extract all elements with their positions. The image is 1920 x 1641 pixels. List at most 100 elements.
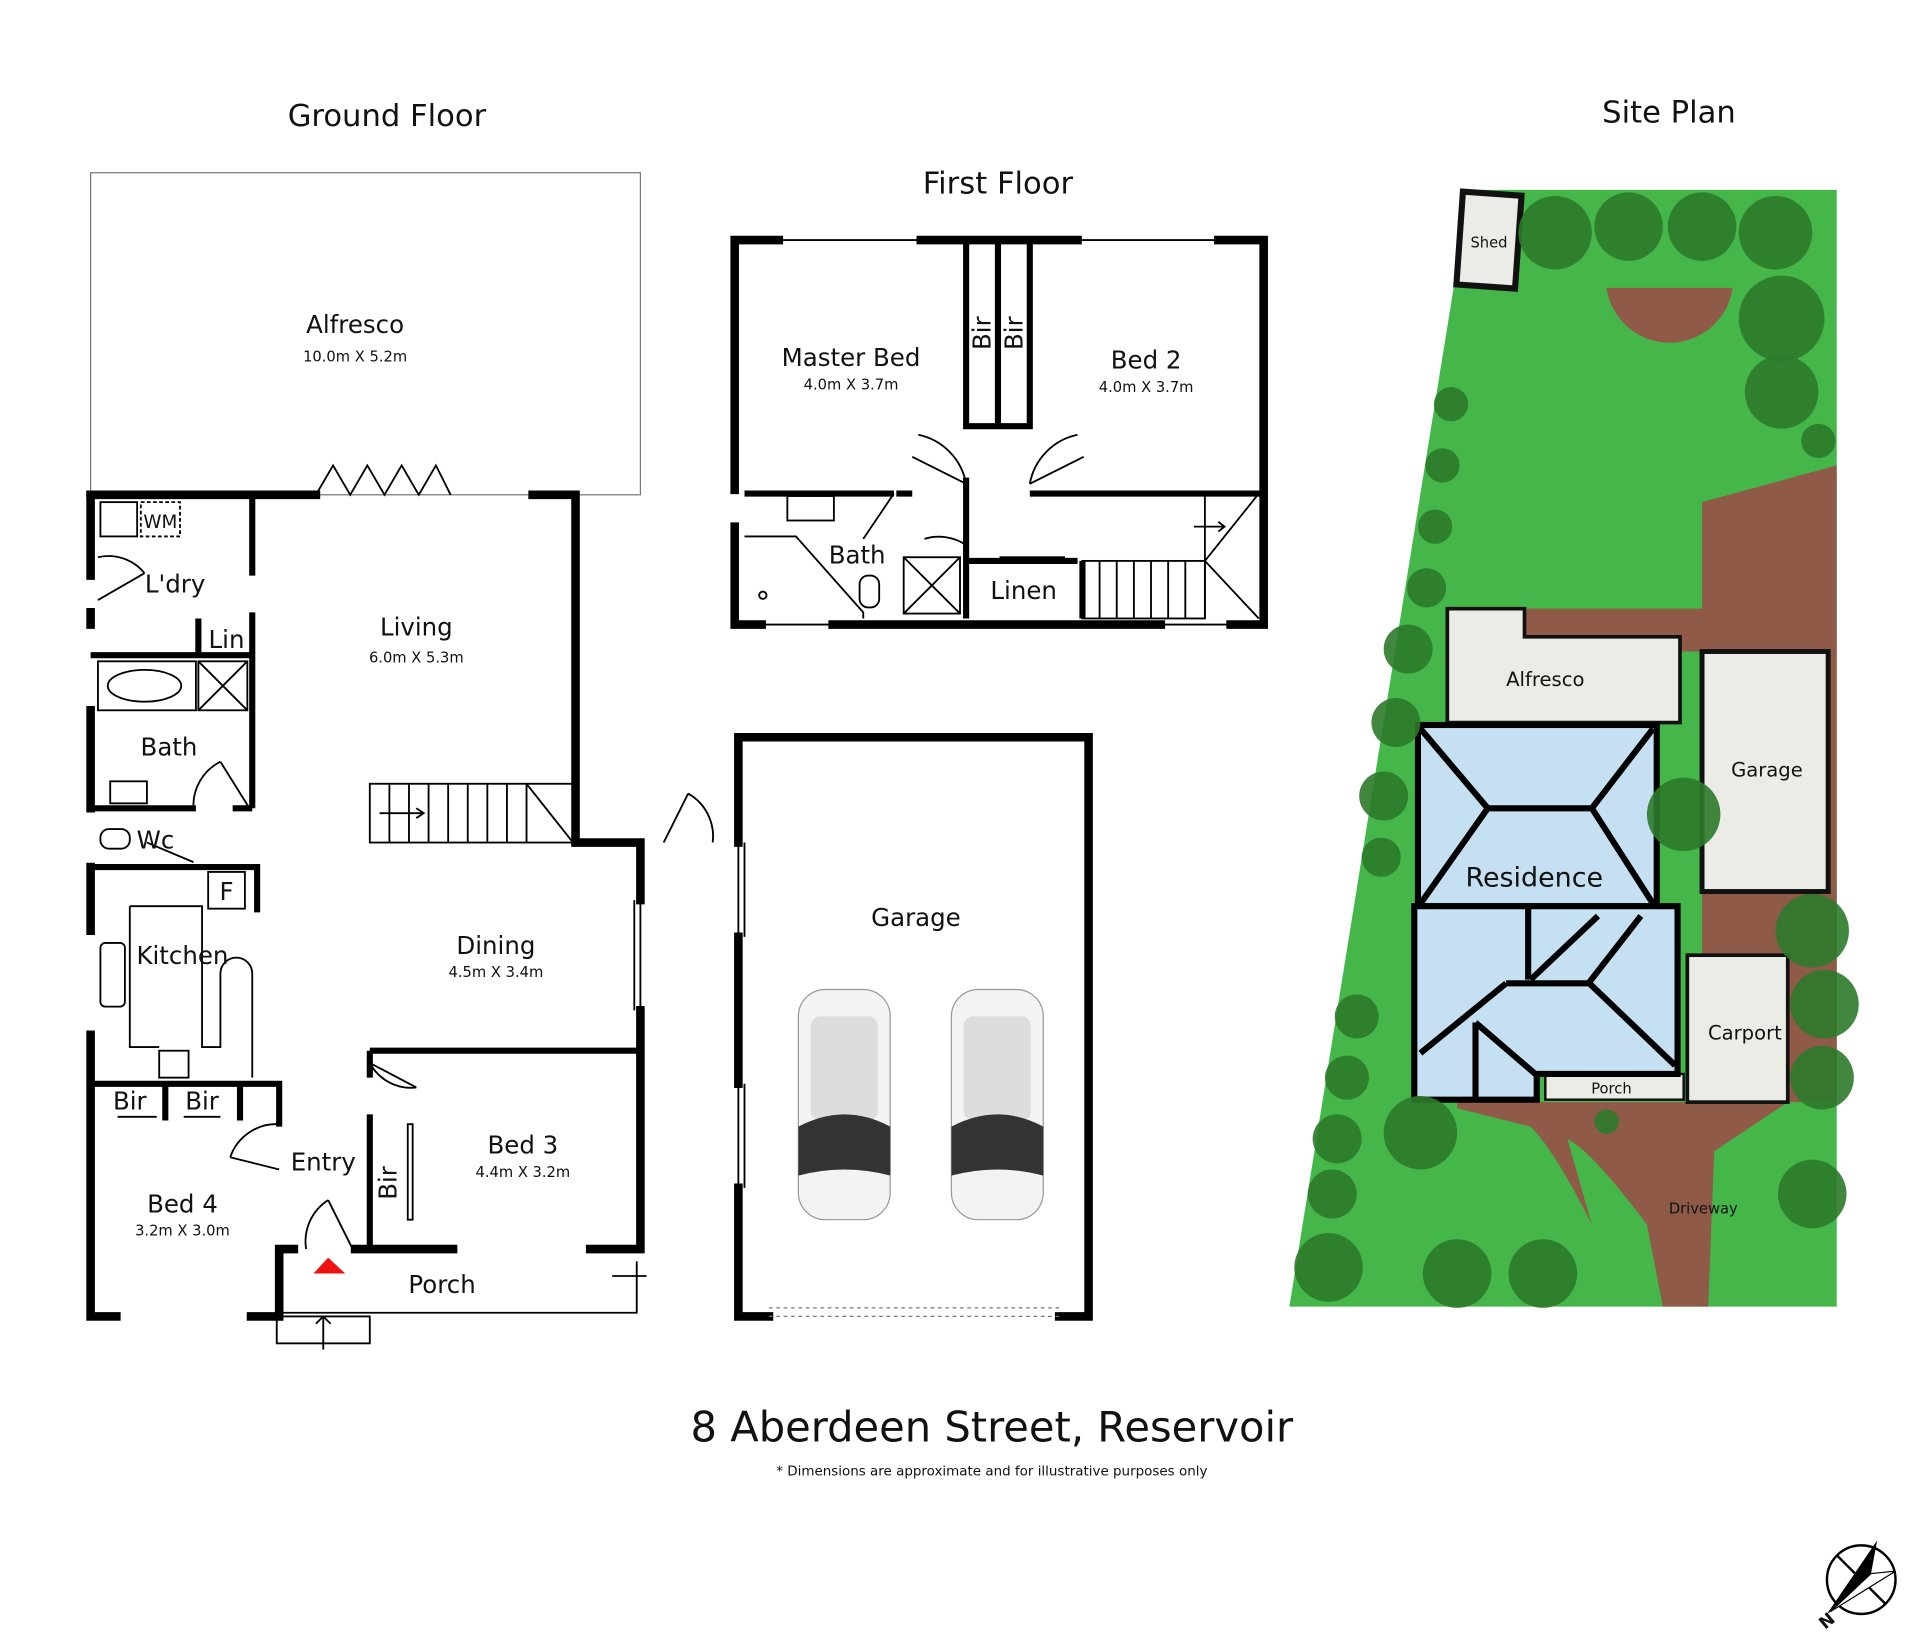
first-floor-stairs xyxy=(1081,492,1260,620)
bed4-dims: 3.2m X 3.0m xyxy=(135,1223,230,1240)
laundry-tub-icon xyxy=(99,501,139,538)
site-garage-label: Garage xyxy=(1731,758,1803,781)
tree-icon xyxy=(1422,1239,1492,1308)
tree-icon xyxy=(1406,568,1447,608)
cooktop-icon xyxy=(158,1049,190,1079)
wm-label: WM xyxy=(143,512,177,533)
dining-label: Dining xyxy=(456,931,535,960)
site-plan: Site Plan Shed Alfresco Garage Residence… xyxy=(1289,96,1859,1308)
linen-label: Linen xyxy=(990,576,1057,605)
car-icon xyxy=(950,988,1044,1221)
tree-icon xyxy=(1383,1096,1458,1170)
tree-icon xyxy=(1738,196,1813,270)
first-floor-title: First Floor xyxy=(923,167,1074,202)
toilet-icon xyxy=(99,828,131,850)
kitchen-label: Kitchen xyxy=(136,941,228,970)
bifold-door xyxy=(315,463,452,497)
tree-icon xyxy=(1646,777,1721,852)
linen-label: Lin xyxy=(209,625,245,654)
rear-path xyxy=(1524,465,1837,1103)
site-shed-label: Shed xyxy=(1470,234,1507,251)
bath-label: Bath xyxy=(141,733,198,762)
tree-icon xyxy=(1359,771,1409,821)
bir-label: Bir xyxy=(185,1086,220,1115)
bir-label: Bir xyxy=(374,1165,403,1200)
staircase xyxy=(368,782,574,844)
bir-label: Bir xyxy=(999,315,1028,350)
tree-icon xyxy=(1312,1114,1362,1164)
bir-label: Bir xyxy=(968,315,997,350)
basin-icon xyxy=(109,780,148,805)
ground-floor-title: Ground Floor xyxy=(288,99,487,134)
laundry-label: L'dry xyxy=(145,570,205,599)
fridge-icon xyxy=(207,871,246,910)
entry-label: Entry xyxy=(291,1148,356,1177)
doors xyxy=(97,555,714,1250)
car-icon xyxy=(797,988,891,1221)
tree-icon xyxy=(1361,837,1401,877)
trees xyxy=(1294,192,1859,1308)
fixtures xyxy=(97,501,647,1350)
tree-icon xyxy=(1744,355,1819,429)
garage-label: Garage xyxy=(871,903,961,932)
tree-icon xyxy=(1801,423,1836,459)
alfresco-area xyxy=(90,172,642,496)
basin-icon xyxy=(786,495,835,522)
first-floor-plan: First Floor Master Bed 4.0m X 3.7m Bed 2… xyxy=(730,167,1268,629)
tree-icon xyxy=(1594,192,1663,261)
master-bed-label: Master Bed xyxy=(782,343,921,372)
residence xyxy=(1411,721,1681,1103)
tree-icon xyxy=(1324,1055,1369,1100)
tree-icon xyxy=(1508,1239,1578,1308)
washing-machine-icon xyxy=(139,501,181,538)
compass-north-label: N xyxy=(1816,1609,1840,1634)
bed2-dims: 4.0m X 3.7m xyxy=(1099,379,1194,396)
site-porch-label: Porch xyxy=(1591,1081,1631,1098)
tree-icon xyxy=(1417,509,1453,544)
tree-icon xyxy=(1518,196,1592,270)
bir-label: Bir xyxy=(113,1086,148,1115)
living-dims: 6.0m X 5.3m xyxy=(369,650,464,667)
shower-icon xyxy=(197,660,249,712)
wc-label: Wc xyxy=(137,826,175,855)
bathtub-icon xyxy=(97,660,197,712)
address-title: 8 Aberdeen Street, Reservoir xyxy=(691,1402,1295,1451)
tree-icon xyxy=(1433,387,1469,422)
garage-plan: Garage xyxy=(734,732,1093,1321)
tree-icon xyxy=(1334,994,1379,1039)
bed3-dims: 4.4m X 3.2m xyxy=(475,1164,570,1181)
disclaimer: * Dimensions are approximate and for ill… xyxy=(776,1465,1207,1480)
north-compass-icon: N xyxy=(1816,1540,1897,1634)
tree-icon xyxy=(1383,624,1433,674)
bed3-label: Bed 3 xyxy=(487,1131,558,1160)
tree-icon xyxy=(1594,1109,1619,1134)
site-carport-label: Carport xyxy=(1708,1022,1782,1045)
alfresco-label: Alfresco xyxy=(306,310,404,339)
site-alfresco-label: Alfresco xyxy=(1506,668,1584,691)
exterior-walls xyxy=(86,490,645,1321)
bed4-label: Bed 4 xyxy=(147,1189,218,1218)
tree-icon xyxy=(1307,1169,1357,1219)
master-bed-dims: 4.0m X 3.7m xyxy=(804,376,899,393)
sink-icon xyxy=(99,942,126,1008)
site-residence-label: Residence xyxy=(1465,863,1603,894)
alfresco-dims: 10.0m X 5.2m xyxy=(303,348,407,365)
porch-label: Porch xyxy=(408,1270,475,1299)
garden-path xyxy=(1606,287,1733,343)
tree-icon xyxy=(1790,969,1859,1039)
shower-icon xyxy=(902,556,961,615)
driveway xyxy=(1457,1102,1788,1307)
tree-icon xyxy=(1425,448,1460,483)
bath-label: Bath xyxy=(829,540,886,569)
shed xyxy=(1453,188,1525,292)
entry-marker-icon xyxy=(313,1257,346,1274)
tree-icon xyxy=(1738,275,1825,362)
living-label: Living xyxy=(380,613,453,642)
dining-dims: 4.5m X 3.4m xyxy=(449,964,544,981)
bed2-label: Bed 2 xyxy=(1111,346,1182,375)
toilet-icon xyxy=(858,574,881,609)
tree-icon xyxy=(1775,893,1849,968)
site-plan-title: Site Plan xyxy=(1602,96,1736,131)
tree-icon xyxy=(1777,1159,1847,1229)
